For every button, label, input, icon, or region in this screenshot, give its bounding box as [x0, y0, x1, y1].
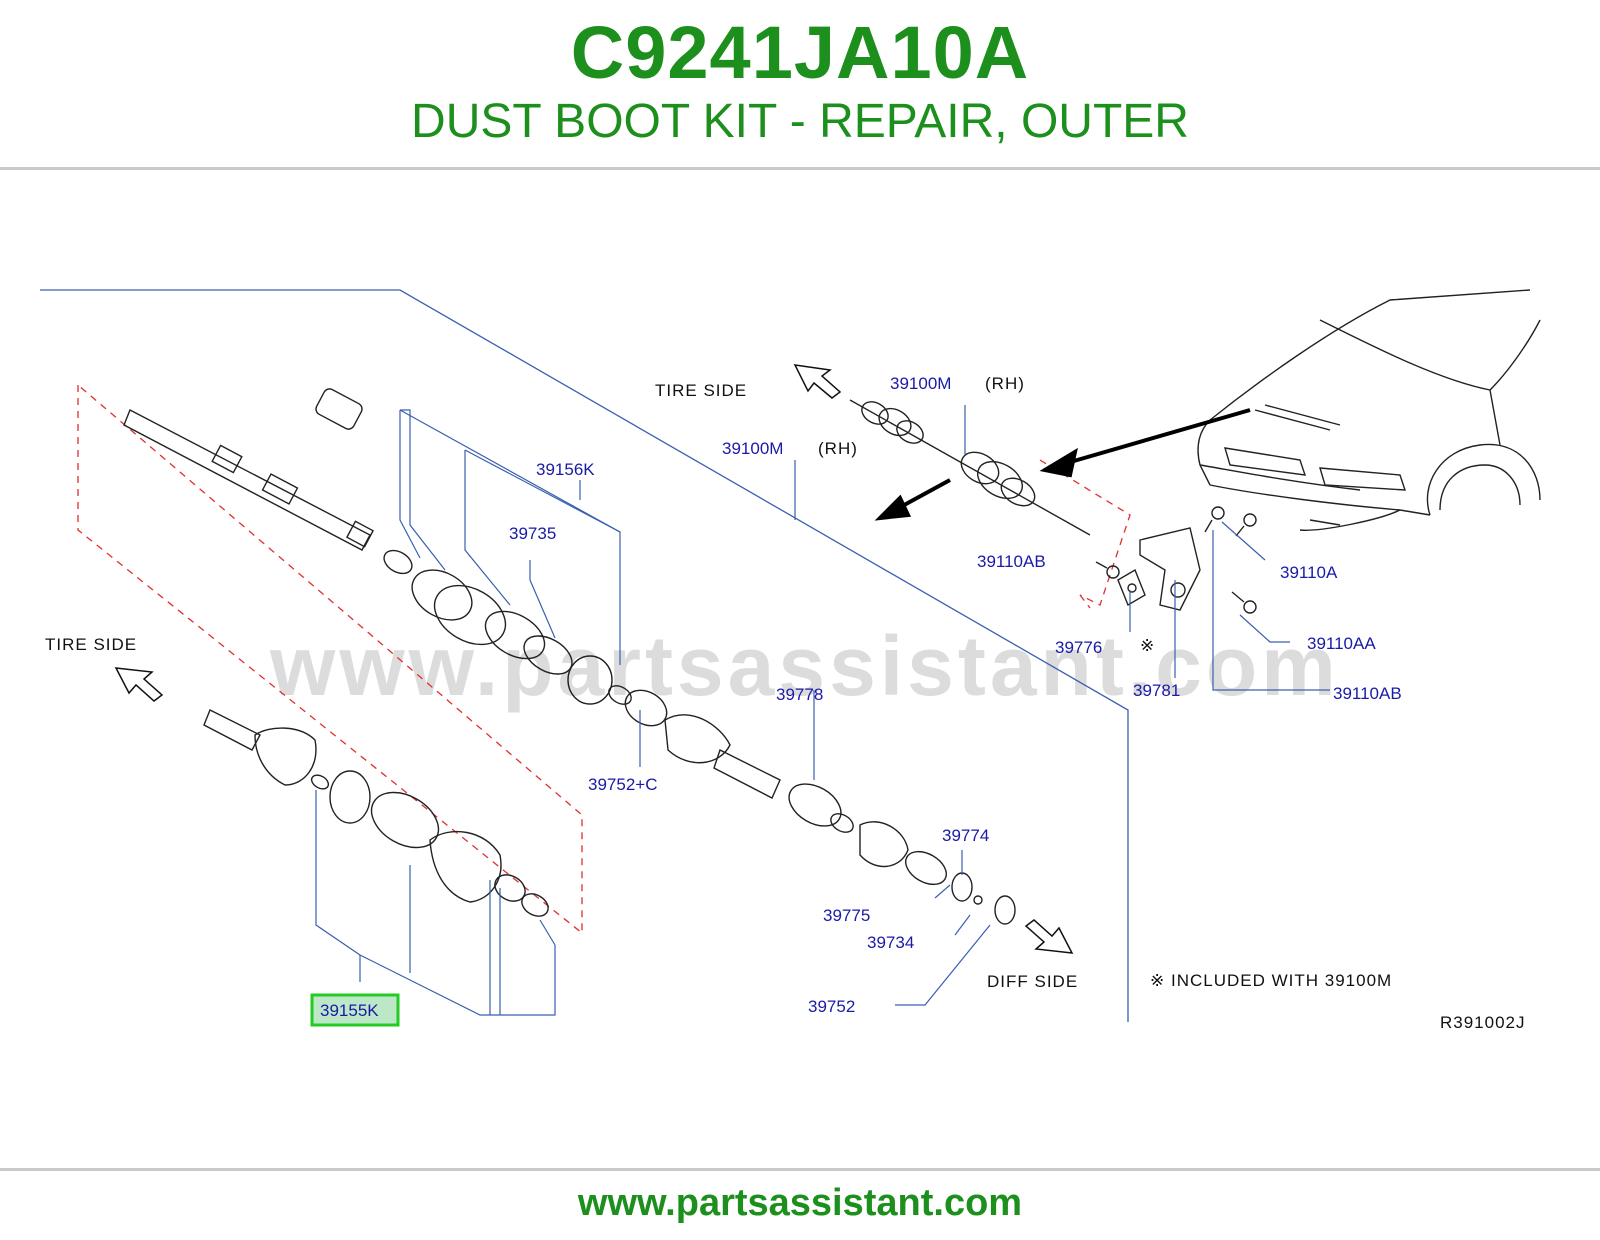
inner-boot-parts: [383, 549, 1016, 925]
drive-shaft: [123, 388, 375, 551]
part-description: DUST BOOT KIT - REPAIR, OUTER: [411, 95, 1189, 148]
reference-code: R391002J: [1440, 1013, 1526, 1032]
tire-side-arrow-left-icon: [114, 667, 164, 702]
pointer-arrows: [874, 408, 1251, 521]
part-label-39110AB-left[interactable]: 39110AB: [977, 552, 1046, 571]
rh-label-top: (RH): [985, 374, 1025, 393]
page-header: C9241JA10A DUST BOOT KIT - REPAIR, OUTER: [0, 0, 1600, 170]
part-label-39752[interactable]: 39752: [808, 997, 855, 1016]
reference-mark: ※: [1140, 636, 1155, 655]
part-label-39776[interactable]: 39776: [1055, 638, 1102, 657]
rh-label-mid: (RH): [818, 439, 858, 458]
part-label-39155K-highlighted[interactable]: 39155K: [320, 1001, 379, 1020]
footer-divider: [0, 1168, 1600, 1171]
part-label-39110A[interactable]: 39110A: [1280, 563, 1338, 582]
parts-diagram: www.partsassistant.com: [0, 270, 1600, 1070]
header-divider: [0, 167, 1600, 170]
part-number-title: C9241JA10A: [570, 11, 1030, 94]
bracket-assembly: [1095, 506, 1257, 614]
diagram-canvas: www.partsassistant.com: [40, 289, 1541, 1032]
car-illustration: [1197, 289, 1541, 531]
diff-side-arrow-icon: [1024, 919, 1074, 954]
watermark-text: www.partsassistant.com: [269, 619, 1340, 713]
diff-side-label: DIFF SIDE: [987, 972, 1078, 991]
part-label-39734[interactable]: 39734: [867, 933, 914, 952]
axle-assembly-rh: [849, 399, 1091, 536]
tire-side-label-left: TIRE SIDE: [45, 635, 137, 654]
part-label-39752C[interactable]: 39752+C: [588, 775, 657, 794]
highlight-box: [310, 993, 400, 1027]
part-label-39110AA[interactable]: 39110AA: [1307, 634, 1376, 653]
part-label-39156K[interactable]: 39156K: [536, 460, 595, 479]
leader-lines: [315, 405, 1330, 1016]
part-label-39100M-mid[interactable]: 39100M: [722, 439, 783, 458]
part-label-39781[interactable]: 39781: [1133, 681, 1180, 700]
outer-boot-kit-parts: [203, 709, 549, 917]
part-label-39735[interactable]: 39735: [509, 524, 556, 543]
footer-website-link[interactable]: www.partsassistant.com: [577, 1182, 1023, 1224]
dashed-group-box: [77, 384, 1131, 935]
part-label-39110AB-right[interactable]: 39110AB: [1333, 684, 1402, 703]
tire-side-arrow-top-icon: [793, 364, 842, 399]
frame-lines: [40, 289, 1129, 1022]
tire-side-label-top: TIRE SIDE: [655, 381, 747, 400]
direction-arrows: [114, 364, 1074, 954]
part-label-39100M-top[interactable]: 39100M: [890, 374, 951, 393]
part-label-39775[interactable]: 39775: [823, 906, 870, 925]
part-label-39774[interactable]: 39774: [942, 826, 989, 845]
included-note: ※ INCLUDED WITH 39100M: [1150, 971, 1392, 990]
part-label-39778[interactable]: 39778: [776, 685, 823, 704]
